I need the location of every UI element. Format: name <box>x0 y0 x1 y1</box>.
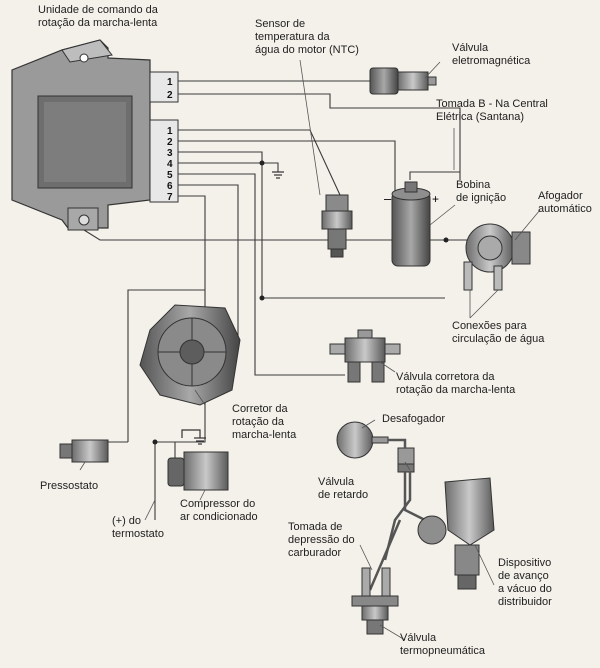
temperature-sensor <box>321 194 353 258</box>
upper-pin-2: 2 <box>167 90 173 101</box>
vacuum-hoses <box>368 438 426 591</box>
label-pressure-switch: Pressostato <box>40 480 99 492</box>
distributor <box>417 477 495 590</box>
lower-pin-3: 3 <box>167 148 173 159</box>
junction-dot <box>259 160 265 166</box>
upper-connector <box>149 71 179 103</box>
label-automatic-choke: Afogador automático <box>538 190 592 215</box>
wiring <box>83 80 471 520</box>
upper-pin-1: 1 <box>167 77 173 88</box>
thermo-pneumatic-valve <box>351 567 399 635</box>
label-control-unit: Unidade de comando da rotação da marcha-… <box>38 4 158 29</box>
lower-pin-4: 4 <box>167 159 173 170</box>
label-terminal-b: Tomada B - Na Central Elétrica (Santana) <box>436 98 548 123</box>
label-temperature-sensor: Sensor de temperatura da água do motor (… <box>255 18 359 56</box>
idle-correction-valve <box>329 329 401 383</box>
ignition-coil <box>391 181 431 267</box>
label-dechoke: Desafogador <box>382 413 445 425</box>
label-ac-compressor: Compressor do ar condicionado <box>180 498 258 523</box>
label-vacuum-advance: Dispositivo de avanço a vácuo do distrib… <box>498 557 552 608</box>
lower-pin-1: 1 <box>167 126 173 137</box>
automatic-choke <box>463 223 531 291</box>
delay-valve <box>397 447 415 473</box>
lower-pin-6: 6 <box>167 181 173 192</box>
coil-plus-terminal: + <box>432 192 439 206</box>
label-solenoid-valve: Válvula eletromagnética <box>452 42 531 67</box>
lower-connector <box>149 119 179 203</box>
leader-lines <box>79 59 541 641</box>
lower-pin-7: 7 <box>167 192 173 203</box>
junction-dot <box>259 295 265 301</box>
label-carburetor-vacuum: Tomada de depressão do carburador <box>288 521 355 559</box>
pressure-switch <box>59 439 109 463</box>
label-water-connections: Conexões para circulação de água <box>452 320 545 345</box>
label-idle-corrector: Corretor da rotação da marcha-lenta <box>232 403 297 441</box>
connector-pin-labels: 1 2 1 2 3 4 5 6 7 <box>167 77 173 203</box>
lower-pin-5: 5 <box>167 170 173 181</box>
ground-screw-icon <box>78 214 90 226</box>
junction-dot <box>443 237 449 243</box>
junction-dot <box>152 439 158 445</box>
label-delay-valve: Válvula de retardo <box>318 476 369 501</box>
lower-pin-2: 2 <box>167 137 173 148</box>
ground-symbol-icon <box>272 171 284 179</box>
ground-symbol-icon <box>181 429 206 445</box>
idle-corrector <box>139 304 241 406</box>
label-thermo-pneumatic-valve: Válvula termopneumática <box>400 632 485 657</box>
label-idle-correction-valve: Válvula corretora da rotação da marcha-l… <box>396 371 516 396</box>
coil-minus-terminal: – <box>384 191 392 206</box>
label-ignition-coil: Bobina de ignição <box>456 179 507 204</box>
label-thermostat: (+) do termostato <box>112 515 164 540</box>
solenoid-valve <box>369 67 437 95</box>
ac-compressor <box>167 451 229 491</box>
control-unit <box>11 39 179 231</box>
